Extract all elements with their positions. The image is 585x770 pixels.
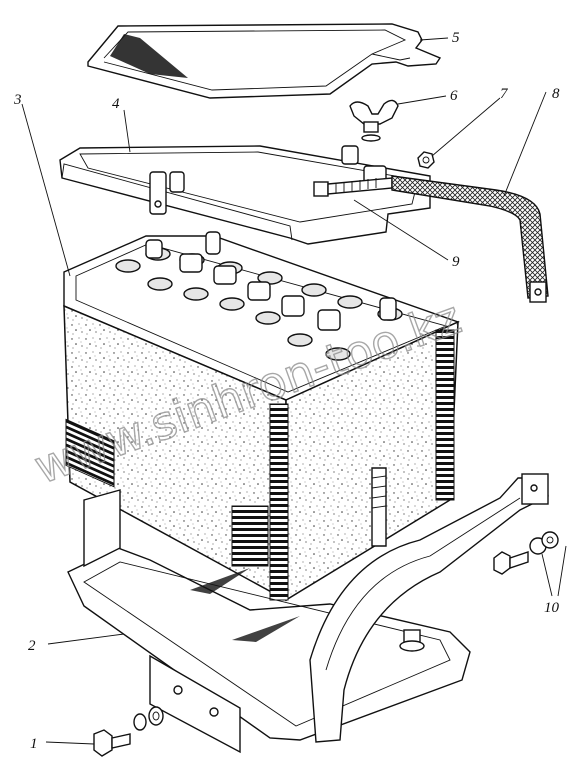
battery	[63, 231, 460, 602]
callout-6: 6	[450, 88, 458, 104]
hold-down-strap	[391, 175, 549, 303]
clamp-bolt	[313, 177, 393, 197]
callout-3: 3	[13, 92, 22, 108]
callout-2: 2	[28, 638, 36, 654]
wing-nut	[349, 99, 399, 142]
callout-8: 8	[552, 86, 560, 102]
bolt-with-washers	[93, 706, 164, 757]
battery-lid	[87, 23, 442, 99]
callout-4: 4	[112, 96, 120, 112]
callout-1: 1	[30, 736, 38, 752]
side-bolt-with-washers	[493, 531, 559, 575]
hex-nut	[417, 151, 435, 169]
callout-5: 5	[452, 30, 460, 46]
leader-lines	[21, 37, 567, 745]
callout-labels: 5 6 7 8 9 4 3 2 1 10	[13, 30, 560, 752]
battery-tray	[67, 467, 549, 754]
terminal-posts	[145, 231, 397, 331]
callout-10: 10	[544, 600, 560, 616]
callout-7: 7	[500, 86, 509, 102]
retaining-frame	[59, 145, 431, 245]
callout-9: 9	[452, 254, 460, 270]
